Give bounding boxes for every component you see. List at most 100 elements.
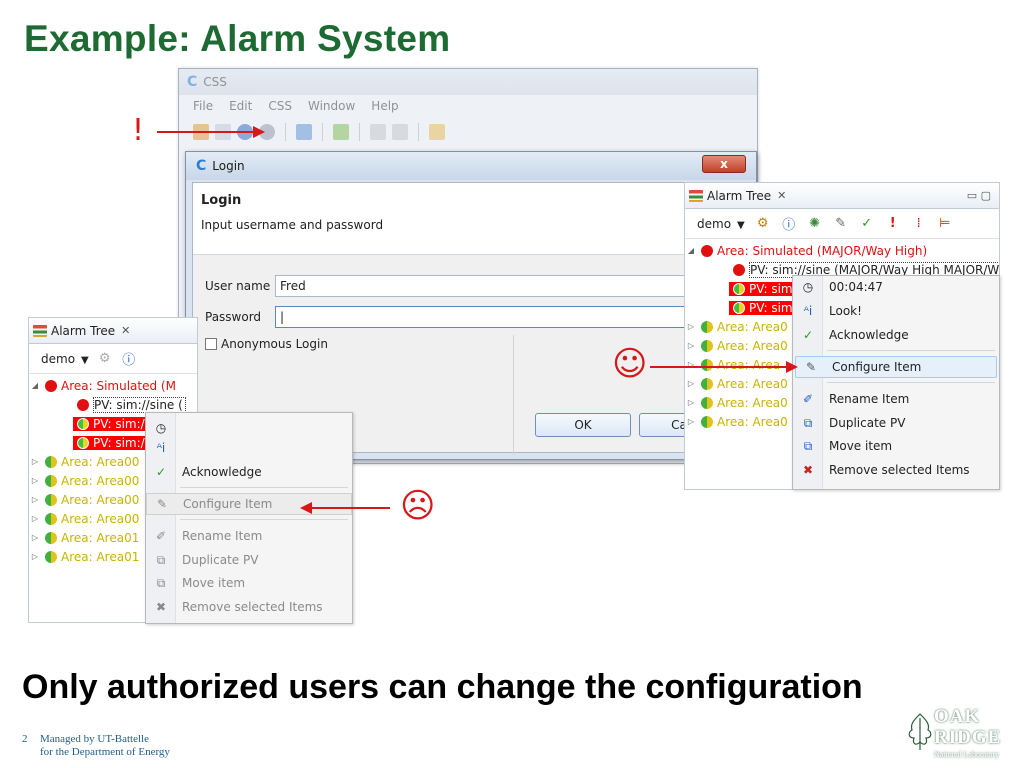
collapse-arrow-icon[interactable]: ◢ <box>31 381 39 390</box>
chevron-down-icon: ▼ <box>81 354 89 366</box>
menu-item-duplicate-pv[interactable]: ⧉Duplicate PV <box>146 549 352 571</box>
tree-row[interactable]: ▷Area: Area00 <box>29 490 197 509</box>
expand-arrow-icon[interactable]: ▷ <box>687 417 695 426</box>
menu-help[interactable]: Help <box>371 99 399 113</box>
toolbar-image-icon[interactable] <box>333 124 349 140</box>
rename-icon: ✐ <box>155 529 167 543</box>
menu-item-label: Remove selected Items <box>182 600 323 614</box>
expand-arrow-icon[interactable]: ▷ <box>31 495 39 504</box>
bug-icon[interactable]: ✺ <box>809 216 821 231</box>
close-tab-icon[interactable]: ✕ <box>121 324 131 337</box>
expand-arrow-icon[interactable]: ▷ <box>687 379 695 388</box>
tree-row[interactable]: ▷Area: Area00 <box>29 452 197 471</box>
tree-row[interactable]: PV: sim: <box>685 279 999 298</box>
username-label: User name <box>205 279 271 293</box>
chevron-down-icon: ▼ <box>737 219 745 231</box>
expand-arrow-icon[interactable]: ▷ <box>31 457 39 466</box>
alarm-tree-tab-left[interactable]: Alarm Tree ✕ <box>29 318 197 344</box>
toolbar-back-icon[interactable] <box>370 124 386 140</box>
menu-item-acknowledge[interactable]: ✓Acknowledge <box>146 461 352 483</box>
toolbar-perspective-icon[interactable] <box>296 124 312 140</box>
tree-row[interactable]: PV: sim:/ <box>29 414 197 433</box>
login-titlebar: C Login <box>186 152 756 180</box>
expand-arrow-icon[interactable]: ▷ <box>31 476 39 485</box>
arrow-head <box>300 502 312 514</box>
menu-item-rename-item[interactable]: ✐Rename Item <box>793 388 999 410</box>
alarm-tree-tab-label: Alarm Tree <box>707 188 772 203</box>
alarm-tree-tab-right[interactable]: Alarm Tree ✕ ▭ ▢ <box>685 183 999 209</box>
menu-item-remove-selected[interactable]: ✖Remove selected Items <box>793 459 999 481</box>
menu-item-label: Configure Item <box>183 497 273 511</box>
acknowledge-icon[interactable]: ✓ <box>861 216 873 231</box>
tree-row[interactable]: ◢Area: Simulated (M <box>29 376 197 395</box>
anonymous-login-row[interactable]: Anonymous Login <box>205 337 328 351</box>
menu-item-remove-selected[interactable]: ✖Remove selected Items <box>146 596 352 618</box>
toolbar-forward-icon[interactable] <box>392 124 408 140</box>
password-input[interactable]: | <box>275 306 695 328</box>
menu-item-move-item[interactable]: ⧉Move item <box>793 435 999 457</box>
tree-row[interactable]: ▷Area: Area00 <box>29 509 197 528</box>
tree-row[interactable]: PV: sim: <box>685 298 999 317</box>
tree-row[interactable]: ▷ Area: Area0 <box>685 336 999 355</box>
login-close-button[interactable]: x <box>702 155 746 173</box>
tree-row[interactable]: ▷Area: Area0 <box>685 412 999 431</box>
expand-arrow-icon[interactable]: ▷ <box>31 533 39 542</box>
login-body: Login Input username and password User n… <box>192 182 750 455</box>
tree-row[interactable]: ▷Area: Area0 <box>685 374 999 393</box>
menu-window[interactable]: Window <box>307 99 356 113</box>
menu-css[interactable]: CSS <box>268 99 292 113</box>
tree-row[interactable]: ▷Area: Area <box>685 355 999 374</box>
menu-separator <box>180 519 348 520</box>
alarm-exclamation-icon[interactable]: ! <box>889 216 896 231</box>
move-icon: ⧉ <box>156 575 166 590</box>
menu-edit[interactable]: Edit <box>229 99 253 113</box>
config-selector[interactable]: demo▼ <box>697 217 745 231</box>
alarm-minor-icon <box>701 339 713 352</box>
info-icon[interactable]: ⓘ <box>122 353 136 368</box>
alarm-minor-icon <box>45 512 57 525</box>
tree-row[interactable]: PV: sim:/ <box>29 433 197 452</box>
menu-item-label: Remove selected Items <box>829 463 970 477</box>
config-selector[interactable]: demo▼ <box>41 352 89 366</box>
toolbar-tag-icon[interactable] <box>429 124 445 140</box>
info-icon[interactable]: ⓘ <box>782 218 796 233</box>
edit-icon[interactable]: ✎ <box>835 216 847 231</box>
expand-arrow-icon[interactable]: ▷ <box>687 341 695 350</box>
tree-row[interactable]: ▷ Area: Area01 <box>29 547 197 566</box>
menu-item-configure-item[interactable]: ✎Configure Item <box>146 493 352 515</box>
expand-arrow-icon[interactable]: ▷ <box>31 514 39 523</box>
tree-row-label: Area: Area0 <box>717 338 788 353</box>
menu-item-duplicate-pv[interactable]: ⧉Duplicate PV <box>793 412 999 434</box>
menu-item-configure-item[interactable]: ✎Configure Item <box>795 356 997 378</box>
menu-item-move-item[interactable]: ⧉Move item <box>146 572 352 594</box>
minimize-maximize-icon[interactable]: ▭ ▢ <box>966 189 991 202</box>
expand-arrow-icon[interactable]: ▷ <box>31 552 39 561</box>
menu-file[interactable]: File <box>193 99 214 113</box>
duplicate-icon: ⧉ <box>156 552 166 567</box>
anonymous-login-checkbox[interactable] <box>205 338 217 350</box>
tree-row[interactable]: ▷Area: Area0 <box>685 393 999 412</box>
menu-item-acknowledge[interactable]: ✓Acknowledge <box>793 324 999 346</box>
menu-item-rename-item[interactable]: ✐Rename Item <box>146 525 352 547</box>
alarm-filter-icon[interactable]: ⁞ <box>916 216 921 231</box>
username-input[interactable]: Fred <box>275 275 695 297</box>
configure-pv-icon[interactable]: ⚙ <box>756 216 769 231</box>
expand-arrow-icon[interactable]: ▷ <box>687 322 695 331</box>
expand-arrow-icon[interactable]: ▷ <box>687 398 695 407</box>
alarm-major-icon <box>77 398 89 411</box>
menu-item-label: Rename Item <box>829 392 910 406</box>
tree-row[interactable]: ▷Area: Area01 <box>29 528 197 547</box>
ok-button[interactable]: OK <box>535 413 631 437</box>
expand-arrow-icon[interactable]: ▷ <box>687 360 695 369</box>
tree-row[interactable]: PV: sim://sine ( <box>29 395 197 414</box>
close-tab-icon[interactable]: ✕ <box>777 189 787 202</box>
tree-row[interactable]: ▷ Area: Area00 <box>29 471 197 490</box>
tree-view-icon[interactable]: ⊨ <box>939 216 951 231</box>
tree-row[interactable]: ▷Area: Area0 <box>685 317 999 336</box>
tree-row-label: Area: Area01 <box>61 549 140 564</box>
collapse-arrow-icon[interactable]: ◢ <box>687 246 695 255</box>
tree-row[interactable]: ◢Area: Simulated (MAJOR/Way High) <box>685 241 999 260</box>
tree-row-label: Area: Area00 <box>61 473 140 488</box>
configure-pv-icon[interactable]: ⚙ <box>98 351 111 366</box>
